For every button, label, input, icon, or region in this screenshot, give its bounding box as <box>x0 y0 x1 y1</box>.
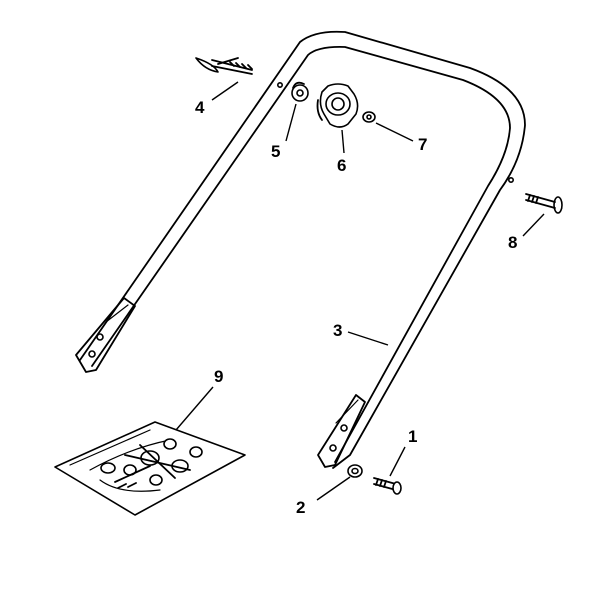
leader-2 <box>316 476 351 501</box>
leader-6 <box>341 129 345 154</box>
leader-9 <box>175 386 214 431</box>
callout-9: 9 <box>214 367 223 386</box>
callout-4: 4 <box>195 98 205 117</box>
handle-part-3 <box>75 30 526 469</box>
callout-3: 3 <box>333 321 342 340</box>
leader-3 <box>347 331 389 346</box>
hardware-kit-part-9 <box>54 421 246 516</box>
leader-1 <box>389 446 406 477</box>
screw-part-1 <box>373 477 402 495</box>
callout-7: 7 <box>418 135 427 154</box>
callout-5: 5 <box>271 142 280 161</box>
clip-part-5 <box>291 81 309 102</box>
star-knob-part-6 <box>316 83 359 128</box>
leader-8 <box>522 213 545 237</box>
callout-1: 1 <box>408 427 417 446</box>
leader-lines <box>175 81 545 501</box>
callout-2: 2 <box>296 498 305 517</box>
leader-4 <box>211 81 239 101</box>
leader-7 <box>375 122 414 142</box>
hook-screw-part-4 <box>195 57 253 75</box>
callout-labels: 1 2 3 4 5 6 7 8 9 <box>195 98 517 517</box>
nut-part-7 <box>362 111 376 123</box>
leader-5 <box>285 103 297 142</box>
washer-part-2 <box>347 464 363 478</box>
bolt-part-8 <box>525 193 563 214</box>
callout-8: 8 <box>508 233 517 252</box>
callout-6: 6 <box>337 156 346 175</box>
